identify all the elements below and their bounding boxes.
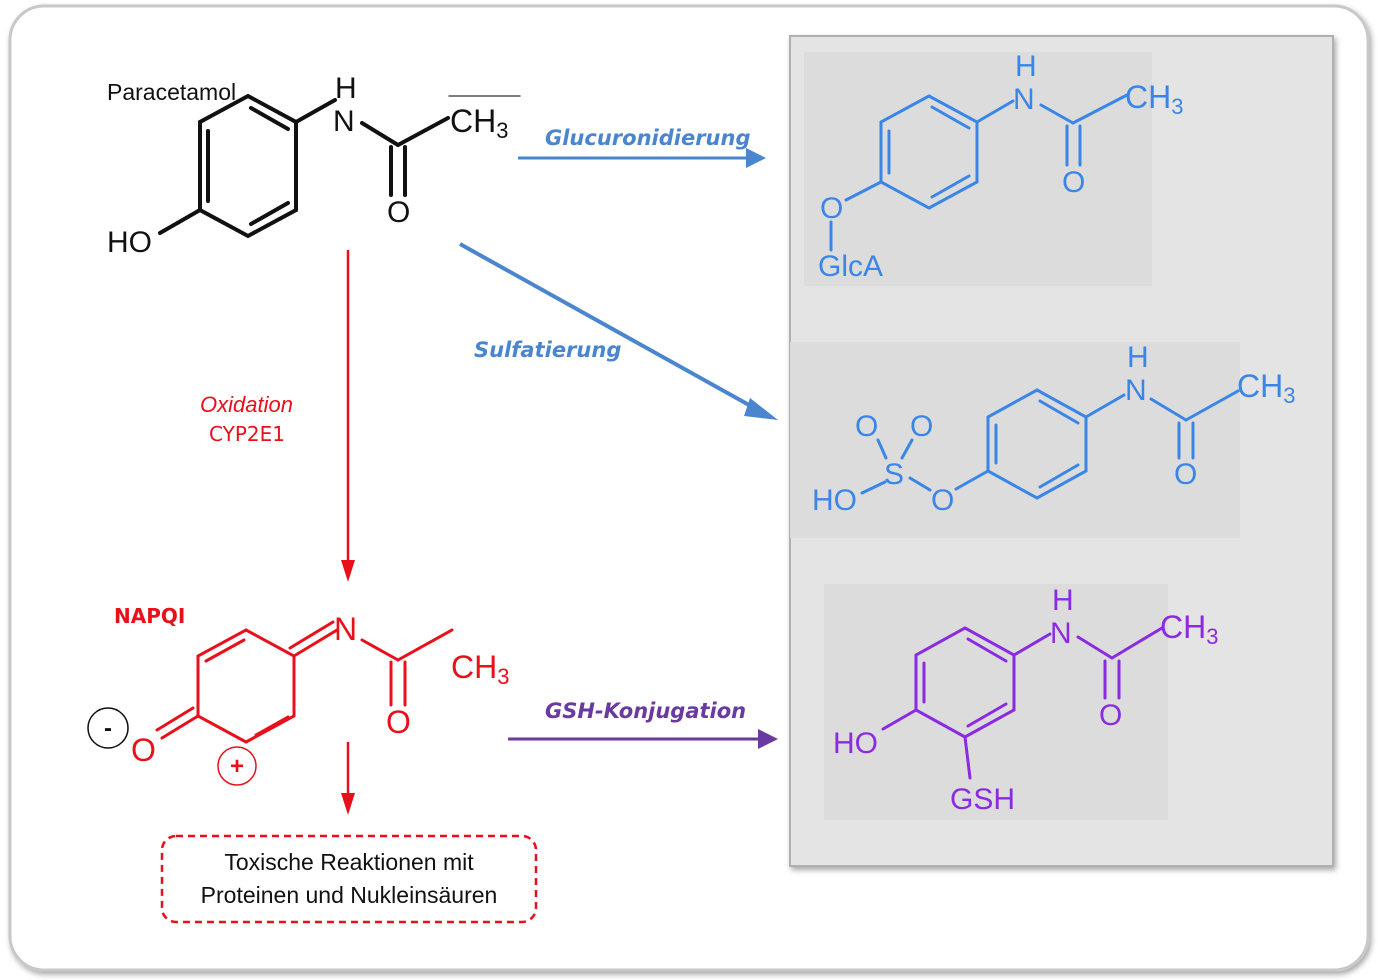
sulfate-carbonyl-o: O (1174, 458, 1197, 491)
glucuronidation-label: Glucuronidierung (545, 126, 750, 150)
positive-charge-badge: + (217, 746, 257, 786)
napqi-carbonyl-o: O (386, 704, 411, 740)
sulfate-structure (860, 388, 1240, 500)
gsh-conjugate-n: N (1050, 617, 1072, 650)
toxic-reactions-box (160, 834, 538, 924)
paracetamol-label: Paracetamol (107, 79, 236, 105)
paracetamol-structure (158, 93, 521, 239)
toxic-reactions-line1: Toxische Reaktionen mit (224, 849, 474, 875)
oxidation-label: Oxidation (200, 392, 293, 417)
paracetamol-ch3: CH3 (450, 103, 508, 143)
cyp-enzyme-label: CYP2E1 (209, 422, 285, 446)
positive-charge-sign: + (230, 753, 244, 780)
negative-charge-badge: - (87, 707, 129, 749)
sulfation-arrow (459, 242, 778, 420)
napqi-ch3: CH3 (451, 649, 509, 689)
glucuronide-glca: GlcA (818, 250, 883, 283)
gsh-conjugation-label: GSH-Konjugation (545, 699, 746, 723)
glucuronide-carbonyl-o: O (1062, 166, 1085, 199)
glucuronide-ch3: CH3 (1125, 79, 1183, 119)
glucuronidation-arrow (518, 148, 766, 168)
toxic-arrow (341, 742, 355, 815)
gsh-conjugation-arrow (508, 729, 778, 749)
sulfation-label: Sulfatierung (474, 338, 621, 362)
oxidation-arrow (341, 250, 355, 582)
sulfate-ch3: CH3 (1237, 368, 1295, 408)
sulfate-o1: O (855, 410, 878, 443)
paracetamol-h: H (335, 72, 357, 105)
gsh-conjugate-ho: HO (833, 727, 878, 760)
sulfate-o2: O (910, 410, 933, 443)
toxic-reactions-line2: Proteinen und Nukleinsäuren (201, 882, 498, 908)
sulfate-backdrop (790, 342, 1240, 538)
sulfate-n: N (1125, 374, 1147, 407)
gsh-conjugate-ch3: CH3 (1160, 609, 1218, 649)
gsh-conjugate-h: H (1052, 584, 1074, 617)
paracetamol-n: N (333, 105, 355, 138)
glucuronide-link-o: O (820, 192, 843, 225)
gsh-conjugate-structure (881, 626, 1164, 780)
glucuronide-n: N (1013, 83, 1035, 116)
paracetamol-ho: HO (107, 226, 152, 259)
gsh-conjugate-carbonyl-o: O (1099, 699, 1122, 732)
sulfate-link-o: O (931, 484, 954, 517)
napqi-ring-o: O (131, 732, 156, 768)
negative-charge-sign: - (104, 715, 112, 742)
gsh-conjugate-gsh: GSH (950, 783, 1015, 816)
napqi-label: NAPQI (114, 604, 185, 628)
napqi-structure (155, 620, 454, 744)
paracetamol-o: O (387, 196, 410, 229)
sulfate-ho: HO (812, 484, 857, 517)
sulfate-s: S (884, 458, 904, 491)
gsh-backdrop (824, 584, 1168, 820)
sulfate-h: H (1127, 341, 1149, 374)
glucuronide-structure (829, 93, 1129, 252)
napqi-n: N (334, 611, 357, 647)
glucuronide-h: H (1015, 50, 1037, 83)
